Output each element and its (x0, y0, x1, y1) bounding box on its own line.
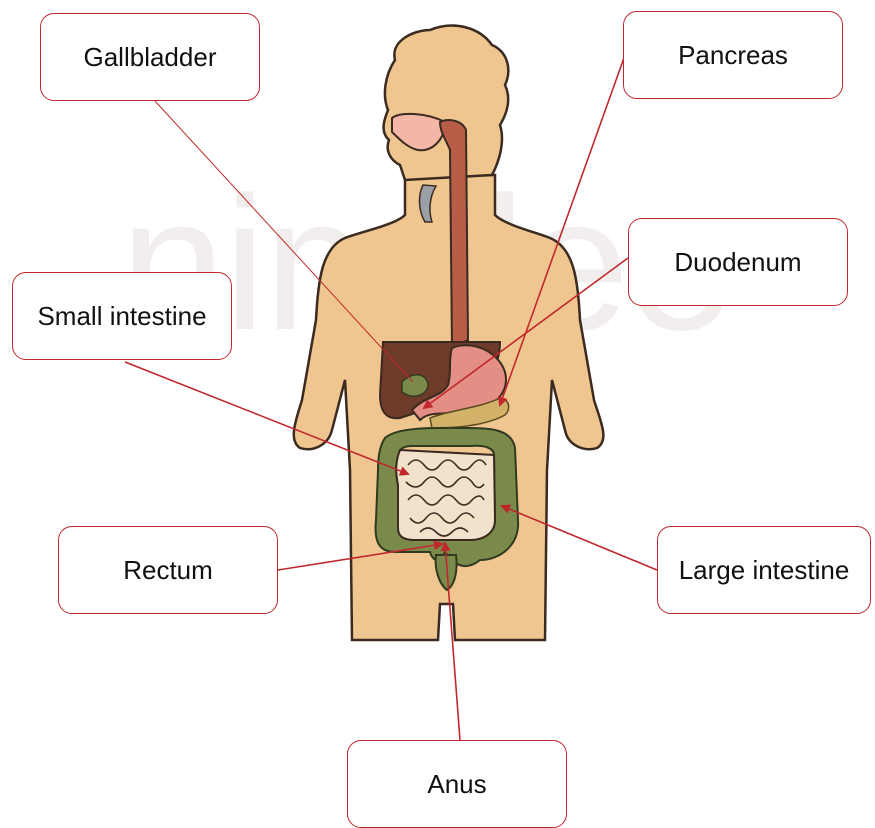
label-anus: Anus (347, 740, 567, 828)
head (384, 26, 509, 180)
label-pancreas: Pancreas (623, 11, 843, 99)
label-duodenum: Duodenum (628, 218, 848, 306)
label-large-intestine: Large intestine (657, 526, 871, 614)
label-small-intestine: Small intestine (12, 272, 232, 360)
gallbladder (402, 375, 428, 396)
label-rectum: Rectum (58, 526, 278, 614)
label-gallbladder: Gallbladder (40, 13, 260, 101)
